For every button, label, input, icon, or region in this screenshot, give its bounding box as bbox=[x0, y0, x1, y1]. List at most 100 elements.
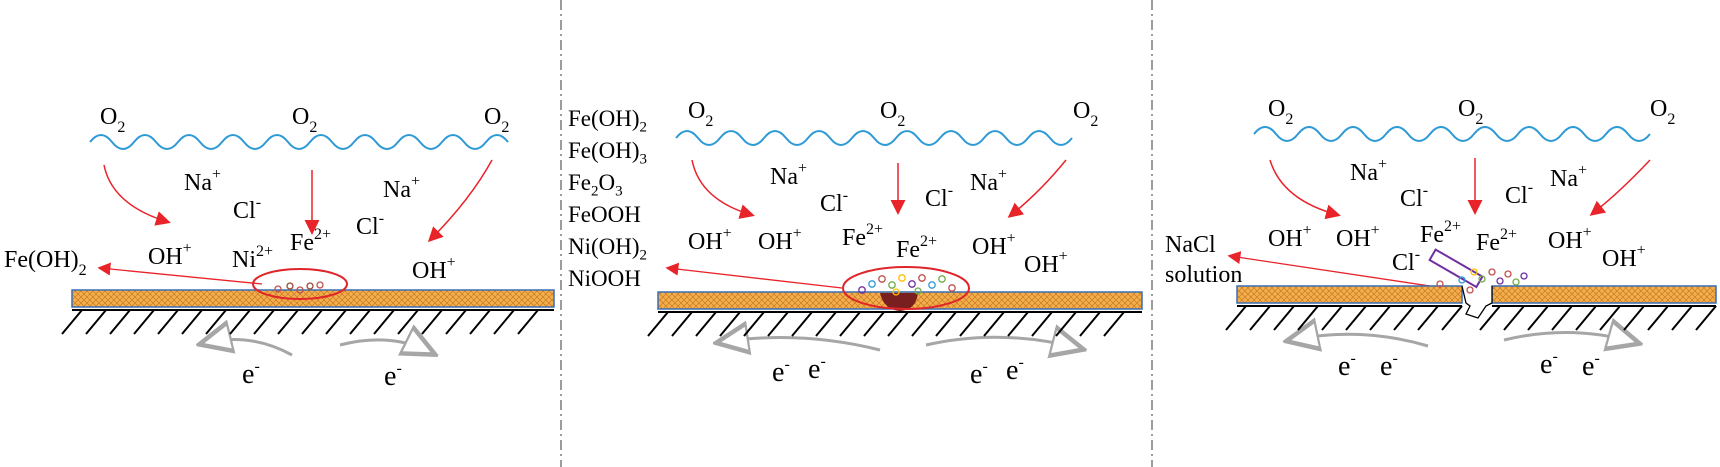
oh-ion-label: OH+ bbox=[688, 225, 732, 256]
ground-hatch-line bbox=[719, 311, 741, 337]
corrosion-ellipse bbox=[252, 268, 348, 300]
corrosion-pit bbox=[880, 293, 918, 311]
electron-label: e- bbox=[1006, 353, 1024, 386]
fe-ion-label: Fe2+ bbox=[290, 226, 332, 257]
ground-hatch-line bbox=[1623, 305, 1645, 331]
ground-hatch-line bbox=[671, 311, 693, 337]
electron-label: e- bbox=[808, 352, 826, 385]
electron-flow-arrow bbox=[1292, 334, 1429, 346]
ground-hatch-line bbox=[887, 311, 909, 337]
ground-hatch-line bbox=[1551, 305, 1573, 331]
o2-diffusion-arrow bbox=[1007, 159, 1067, 218]
cl-ion-label: Cl- bbox=[233, 194, 262, 225]
corrosion-product-label: Fe(OH)2 bbox=[4, 247, 87, 279]
ground-hatch-line bbox=[421, 309, 443, 335]
electron-label: e- bbox=[242, 357, 260, 390]
ground-hatch-line bbox=[1007, 311, 1029, 337]
ground-hatch-line bbox=[863, 311, 885, 337]
ground-hatch-lines bbox=[61, 305, 1717, 337]
panel-3 bbox=[1227, 126, 1717, 346]
o2-label: O2 bbox=[1458, 96, 1484, 128]
ground-hatch-line bbox=[373, 309, 395, 335]
coating-layer-left bbox=[1236, 285, 1463, 304]
ground-hatch-line bbox=[397, 309, 419, 335]
oh-ion-label: OH+ bbox=[412, 254, 456, 285]
ground-hatch-line bbox=[1647, 305, 1669, 331]
ground-hatch-line bbox=[1695, 305, 1717, 331]
electron-label: e- bbox=[1380, 349, 1398, 382]
oh-ion-label: OH+ bbox=[148, 240, 192, 271]
ground-hatch-line bbox=[1671, 305, 1693, 331]
fe-ion-label: Fe2+ bbox=[1420, 218, 1462, 249]
oh-ion-label: OH+ bbox=[1602, 242, 1646, 273]
oh-ion-label: OH+ bbox=[758, 225, 802, 256]
electrolyte-surface-wave bbox=[89, 134, 509, 150]
ground-hatch-line bbox=[1321, 305, 1343, 331]
ground-hatch-line bbox=[181, 309, 203, 335]
corrosion-particles bbox=[1436, 268, 1528, 294]
panel-2 bbox=[657, 130, 1143, 350]
cl-ion-label: Cl- bbox=[925, 182, 954, 213]
na-ion-label: Na+ bbox=[1550, 162, 1588, 193]
ground-hatch-line bbox=[1393, 305, 1415, 331]
na-ion-label: Na+ bbox=[184, 166, 222, 197]
ground-hatch-line bbox=[983, 311, 1005, 337]
electron-label: e- bbox=[1582, 349, 1600, 382]
ground-hatch-line bbox=[349, 309, 371, 335]
ground-hatch-line bbox=[1527, 305, 1549, 331]
o2-diffusion-arrow bbox=[427, 159, 493, 243]
cl-ion-label: Cl- bbox=[356, 210, 385, 241]
ground-hatch-line bbox=[1503, 305, 1525, 331]
product-item: NiOOH bbox=[568, 266, 641, 291]
na-ion-label: Na+ bbox=[383, 173, 421, 204]
cl-ion-label: Cl- bbox=[1392, 246, 1421, 277]
ground-hatch-line bbox=[791, 311, 813, 337]
ni-ion-label: Ni2+ bbox=[232, 243, 274, 274]
electron-flow-arrow bbox=[1503, 332, 1634, 342]
ground-hatch-line bbox=[109, 309, 131, 335]
o2-diffusion-arrow bbox=[1589, 159, 1651, 216]
chloride-channel bbox=[1428, 248, 1484, 289]
ground-hatch-line bbox=[839, 311, 861, 337]
electron-label: e- bbox=[772, 355, 790, 388]
ground-hatch-line bbox=[911, 311, 933, 337]
ground-hatch-line bbox=[1297, 305, 1319, 331]
ground-hatch-line bbox=[85, 309, 107, 335]
ground-hatch-line bbox=[1055, 311, 1077, 337]
o2-label: O2 bbox=[292, 104, 318, 136]
o2-label: O2 bbox=[1650, 96, 1676, 128]
ground-hatch-line bbox=[1249, 305, 1271, 331]
electron-flow-arrow bbox=[339, 340, 430, 352]
corrosion-products-list: Fe(OH)2 Fe(OH)3 Fe2O3 FeOOH Ni(OH)2 NiOO… bbox=[568, 103, 647, 295]
electron-label: e- bbox=[1540, 347, 1558, 380]
ground-hatch-line bbox=[1575, 305, 1597, 331]
ground-hatch-line bbox=[229, 309, 251, 335]
oh-ion-label: OH+ bbox=[1024, 248, 1068, 279]
coating-layer-right bbox=[1491, 285, 1717, 304]
product-arrow bbox=[97, 262, 263, 285]
ground-hatch-line bbox=[1079, 311, 1101, 337]
crack bbox=[1461, 285, 1493, 319]
oh-ion-label: OH+ bbox=[1336, 222, 1380, 253]
o2-label: O2 bbox=[100, 104, 126, 136]
ground-hatch-line bbox=[61, 309, 83, 335]
ground-hatch-line bbox=[325, 309, 347, 335]
o2-label: O2 bbox=[484, 104, 510, 136]
electron-flow-arrow bbox=[205, 339, 293, 357]
ground-hatch-line bbox=[767, 311, 789, 337]
ground-hatch-line bbox=[1273, 305, 1295, 331]
o2-diffusion-arrow bbox=[691, 159, 755, 219]
product-item: Fe(OH)3 bbox=[568, 138, 648, 168]
ground-hatch-line bbox=[1369, 305, 1391, 331]
cl-ion-label: Cl- bbox=[820, 187, 849, 218]
oh-ion-label: OH+ bbox=[1268, 222, 1312, 253]
ground-hatch-line bbox=[157, 309, 179, 335]
electron-label: e- bbox=[384, 359, 402, 392]
o2-diffusion-arrow bbox=[1269, 159, 1341, 220]
ground-hatch-line bbox=[445, 309, 467, 335]
fe-ion-label: Fe2+ bbox=[842, 221, 884, 252]
ground-hatch-line bbox=[301, 309, 323, 335]
cl-ion-label: Cl- bbox=[1400, 182, 1429, 213]
ground-hatch-line bbox=[959, 311, 981, 337]
product-item: Ni(OH)2 bbox=[568, 234, 648, 264]
